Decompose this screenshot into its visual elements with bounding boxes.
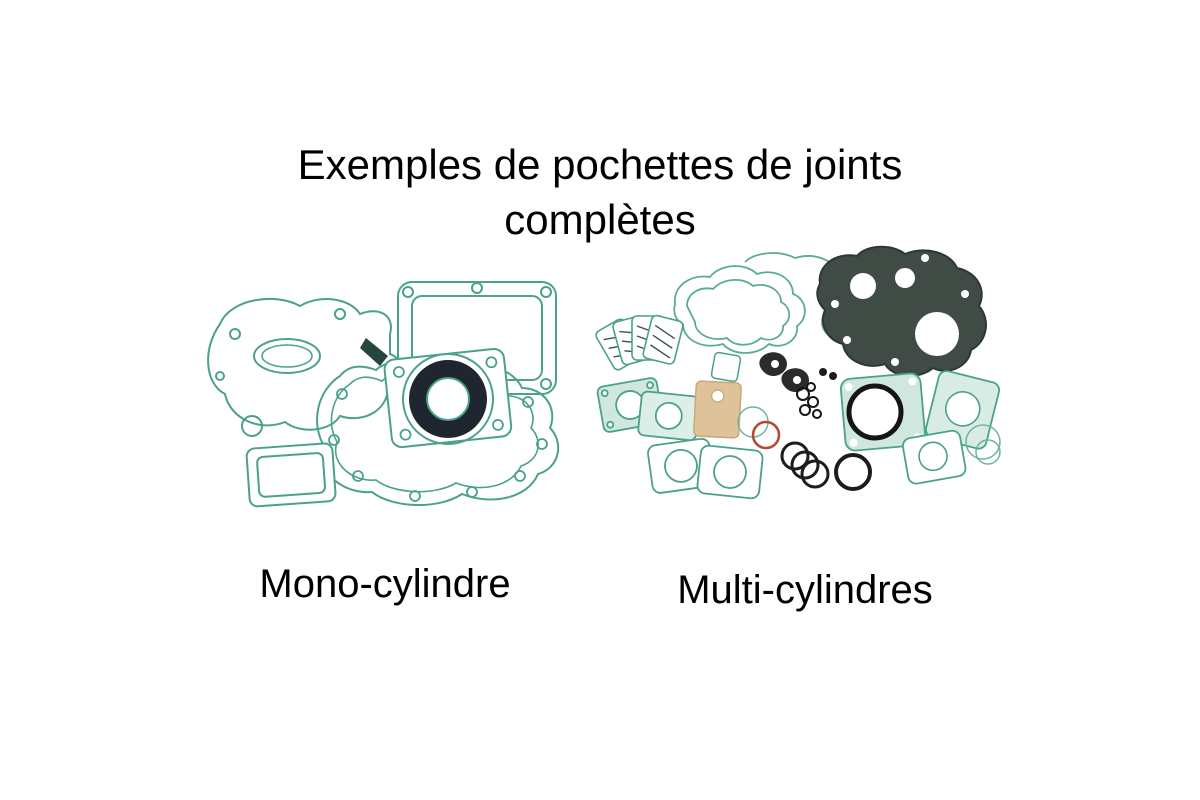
mono-cylinder-label: Mono-cylindre xyxy=(259,562,511,606)
multi-cylinder-label: Multi-cylindres xyxy=(677,568,933,612)
page-title: Exemples de pochettes de joints complète… xyxy=(297,141,903,243)
multi-cylinder-figure xyxy=(595,243,1015,530)
mono-cylinder-figure xyxy=(190,253,580,525)
multi-cylinder-gasket-kit-image xyxy=(595,245,1001,500)
mono-cylinder-gasket-kit-image xyxy=(207,281,559,508)
